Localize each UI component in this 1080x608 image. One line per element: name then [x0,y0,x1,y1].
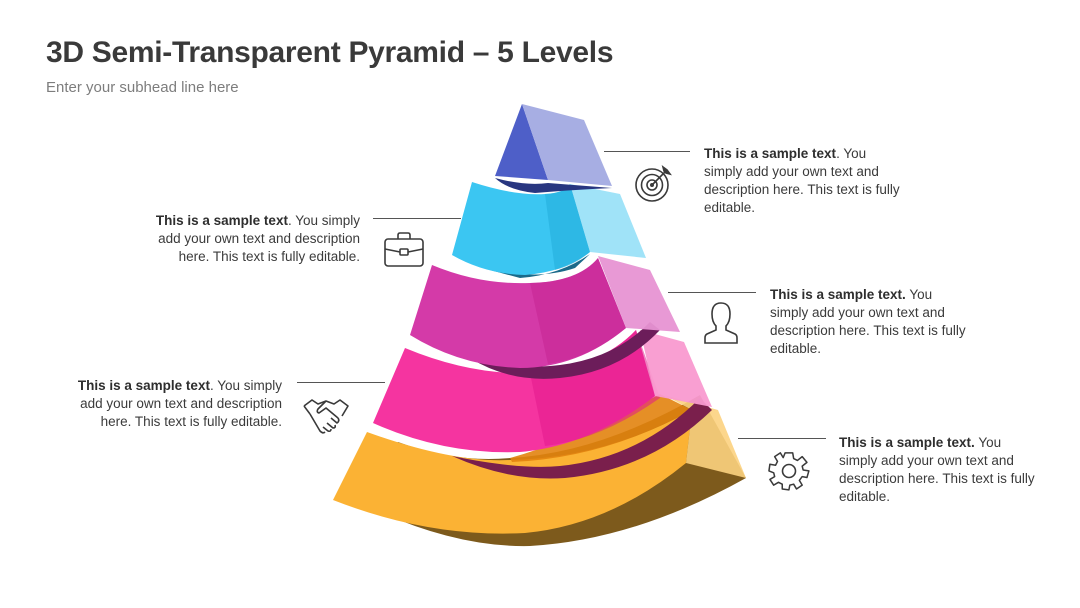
target-icon [635,165,672,202]
leader-line-3 [668,292,756,293]
level-1-heading: This is a sample text [704,146,837,161]
level-2-heading: This is a sample text [155,213,288,228]
level-1-text: This is a sample text. You simply add yo… [704,145,904,217]
gear-icon [768,452,810,491]
level-5-heading: This is a sample text. [839,435,975,450]
level-3-heading: This is a sample text. [770,287,906,302]
leader-line-1 [604,151,690,152]
page-subtitle: Enter your subhead line here [46,79,239,96]
level-4-text: This is a sample text. You simply add yo… [72,377,282,431]
level-2-body: . You simply add your own text and descr… [158,213,360,264]
pyramid-level-4 [373,330,712,479]
level-1-body: . You simply add your own text and descr… [704,146,900,215]
level-2-text: This is a sample text. You simply add yo… [150,212,360,266]
pyramid-level-3 [410,256,680,379]
briefcase-icon [384,232,424,267]
level-5-text: This is a sample text. You simply add yo… [839,434,1039,506]
pyramid-level-2 [452,182,646,278]
page-title: 3D Semi-Transparent Pyramid – 5 Levels [46,36,614,69]
leader-line-4 [297,382,385,383]
level-4-body: . You simply add your own text and descr… [80,378,282,429]
leader-line-2 [373,218,461,219]
level-3-text: This is a sample text. You simply add yo… [770,286,970,358]
handshake-icon [303,399,349,434]
level-4-heading: This is a sample text [77,378,210,393]
pyramid-level-1 [495,104,612,193]
level-5-body: You simply add your own text and descrip… [839,435,1035,504]
leader-line-5 [738,438,826,439]
level-3-body: You simply add your own text and descrip… [770,287,966,356]
user-icon [704,302,738,344]
